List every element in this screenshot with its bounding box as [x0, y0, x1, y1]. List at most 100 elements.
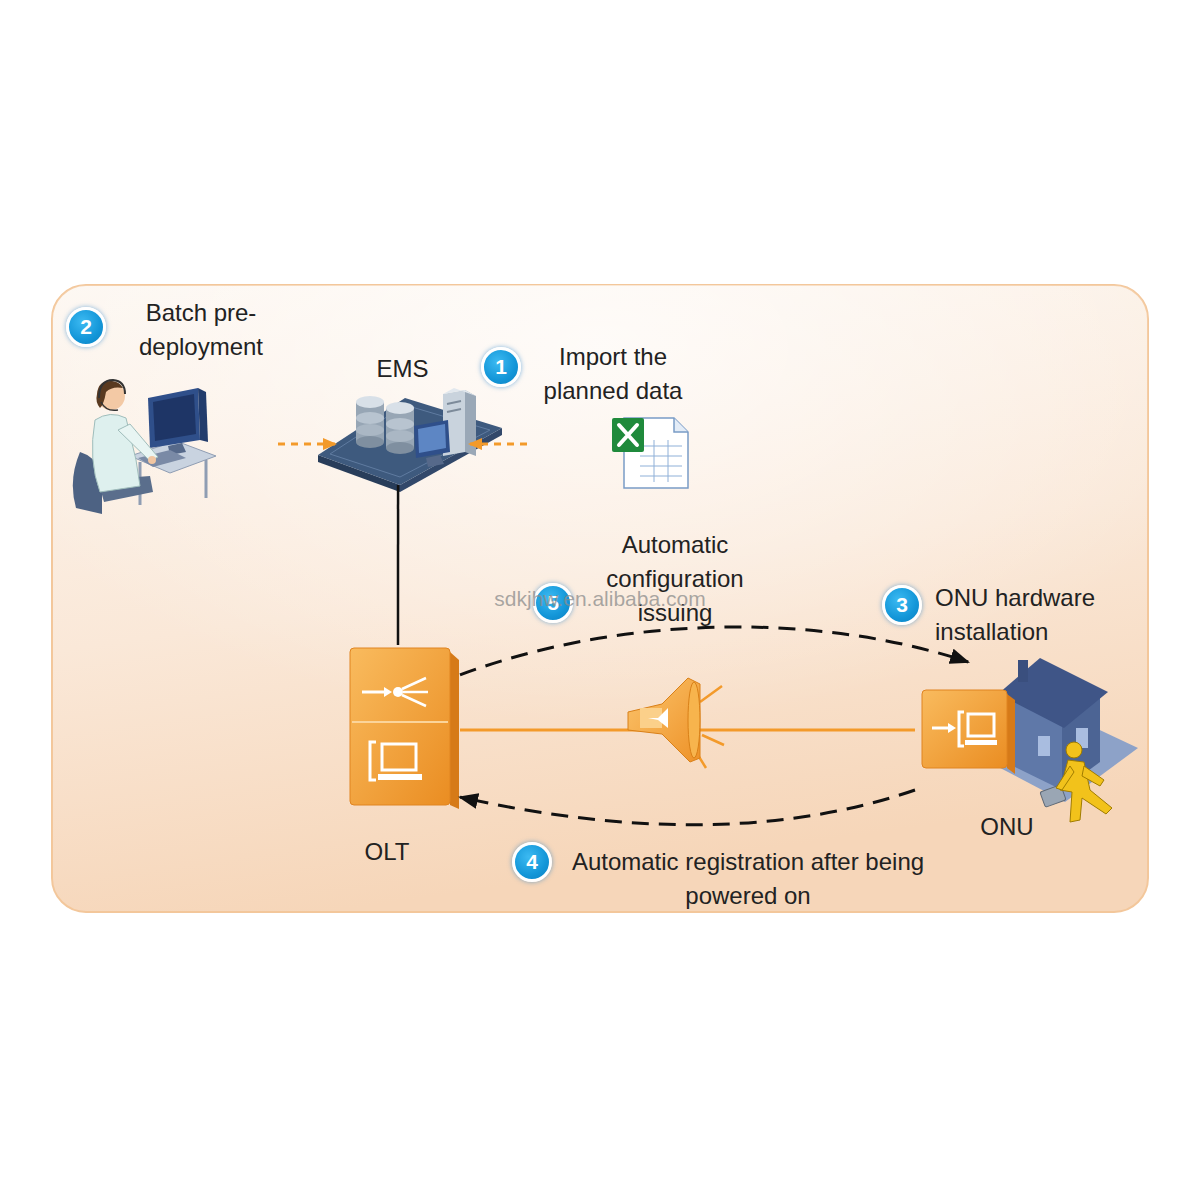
callout-number: 4: [512, 842, 552, 882]
operator-figure-part: [148, 388, 200, 448]
connector: [397, 485, 400, 645]
operator-figure-part: [153, 394, 196, 441]
subscriber-house: [985, 658, 1138, 802]
callout-number: 1: [481, 347, 521, 387]
edge-label: Automatic registration after being power…: [560, 845, 936, 913]
ems-server-group: [318, 388, 502, 492]
panel-glow: [52, 285, 1148, 912]
callout-number: 2: [66, 307, 106, 347]
ems-server-group-part: [426, 455, 444, 467]
operator-figure-part: [198, 388, 208, 442]
operator-workstation: Batch pre-deployment: [65, 296, 278, 516]
onu-device-part: [932, 727, 948, 730]
ems-server-group-part: [414, 420, 450, 458]
operator-figure-part: [99, 380, 125, 398]
callout-number: 3: [882, 585, 922, 625]
node-label: ONU: [965, 810, 1049, 844]
operator-figure-part: [205, 460, 208, 498]
ems-server: EMS: [335, 352, 470, 485]
onu-device-part: [968, 714, 994, 736]
onu-device-part: [922, 690, 1007, 768]
olt-device-part: [393, 687, 403, 697]
olt-device-part: [352, 721, 448, 723]
splitter-symbol-part: [688, 682, 700, 758]
spreadsheet-icon-part: [640, 476, 682, 477]
spreadsheet-icon-part: [654, 440, 655, 482]
onu-device: [922, 690, 1015, 774]
splitter-symbol-part: [648, 708, 668, 728]
node-label: Batch pre-deployment: [125, 296, 277, 364]
subscriber-house-part: [1018, 660, 1028, 682]
node-label: Import the planned data: [527, 340, 699, 408]
splitter-symbol-part: [628, 678, 700, 762]
installer-figure-part: [1066, 742, 1082, 758]
operator-figure-part: [96, 381, 123, 408]
spreadsheet-icon-part: [619, 425, 637, 445]
installer-figure: [1040, 742, 1112, 822]
connector: [278, 443, 335, 446]
installer-figure-part: [1056, 766, 1074, 790]
ems-server-group-part: [447, 401, 461, 404]
olt-node: OLT: [345, 645, 460, 870]
subscriber-house-part: [1038, 736, 1050, 756]
onu-device-part: [959, 712, 964, 746]
operator-figure: [73, 380, 216, 514]
connector: [470, 442, 527, 445]
operator-figure-part: [148, 456, 156, 464]
node-label: EMS: [335, 352, 470, 386]
panel-fill: [52, 285, 1148, 912]
olt-device-part: [362, 691, 384, 694]
step-note: ONU hardware installation: [935, 581, 1145, 649]
connector: [460, 790, 915, 825]
background-panel: [52, 285, 1148, 912]
onu-device-part: [948, 723, 956, 733]
spreadsheet-icon-part: [640, 456, 682, 457]
ems-server-group-part: [447, 409, 461, 412]
spreadsheet-icon-part: [612, 418, 644, 452]
olt-device-part: [450, 652, 459, 809]
ems-server-group-part: [443, 388, 476, 396]
olt-device-part: [350, 648, 450, 805]
operator-figure-part: [118, 424, 158, 461]
onu-device-part: [965, 740, 997, 745]
onu-node: ONU: [915, 662, 1140, 842]
ems-server-group-part: [356, 424, 384, 436]
olt-device-part: [382, 744, 416, 770]
ems-server-group-part: [356, 396, 384, 408]
ems-server-group-part: [465, 390, 476, 456]
olt-device-part: [378, 774, 422, 780]
node-label: OLT: [345, 835, 429, 869]
splitter-symbol: [628, 678, 724, 768]
operator-figure-part: [92, 414, 140, 492]
ems-server-group-part: [386, 418, 414, 430]
ems-server-group-part: [386, 442, 414, 454]
ems-server-group-part: [386, 402, 414, 414]
planned-data-file: Import the planned data: [527, 340, 699, 492]
olt-device-part: [384, 687, 392, 697]
onu-device-part: [1007, 694, 1015, 774]
olt-device-part: [370, 742, 376, 780]
olt-device-part: [402, 678, 428, 706]
ems-server-group-part: [356, 412, 384, 424]
ems-server-group-part: [386, 430, 414, 442]
spreadsheet-icon-part: [640, 466, 682, 467]
olt-device: [350, 648, 459, 809]
ems-server-group-part: [418, 424, 446, 453]
operator-figure-part: [101, 402, 118, 410]
spreadsheet-icon: [612, 418, 688, 488]
installer-figure-part: [1082, 766, 1104, 786]
ems-server-group-part: [356, 436, 384, 448]
connector: [460, 627, 968, 675]
spreadsheet-icon-part: [640, 446, 682, 447]
spreadsheet-icon-part: [674, 418, 688, 432]
spreadsheet-icon-part: [668, 440, 669, 482]
callout-number: 5: [533, 583, 573, 623]
edge-label: Automatic configuration issuing: [575, 528, 775, 630]
watermark: sdkjhw.en.alibaba.com: [440, 586, 760, 612]
